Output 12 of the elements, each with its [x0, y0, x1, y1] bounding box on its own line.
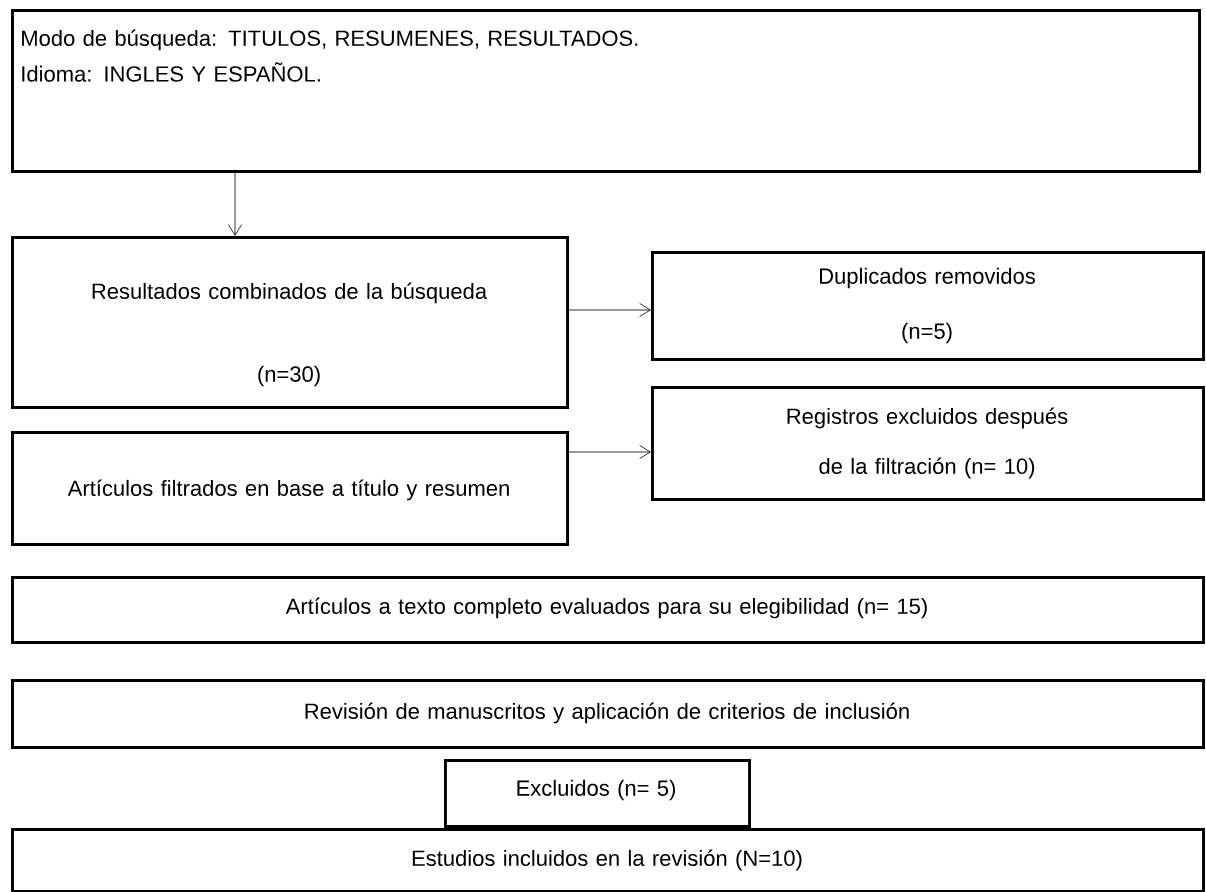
process-box: Duplicados removidos (n=5) [651, 251, 1205, 361]
process-box: Resultados combinados de la búsqueda (n=30) [11, 236, 569, 409]
arrow [568, 302, 651, 318]
process-box: Registros excluidos después de la filtración (n= 10) [651, 386, 1205, 501]
process-box: Artículos a texto completo evaluados para su elegibilidad (n= 15) [11, 576, 1205, 644]
process-box: Estudios incluidos en la revisión (N=10) [11, 828, 1205, 892]
process-box: Modo de búsqueda: TITULOS, RESUMENES, RESULTADOS. Idioma: INGLES Y ESPAÑOL. [11, 9, 1201, 173]
process-box: Artículos filtrados en base a título y resumen [11, 431, 569, 546]
process-box: Excluidos (n= 5) [444, 759, 751, 828]
arrow [568, 444, 651, 460]
process-box: Revisión de manuscritos y aplicación de criterios de inclusión [11, 679, 1205, 749]
arrow [227, 172, 243, 236]
